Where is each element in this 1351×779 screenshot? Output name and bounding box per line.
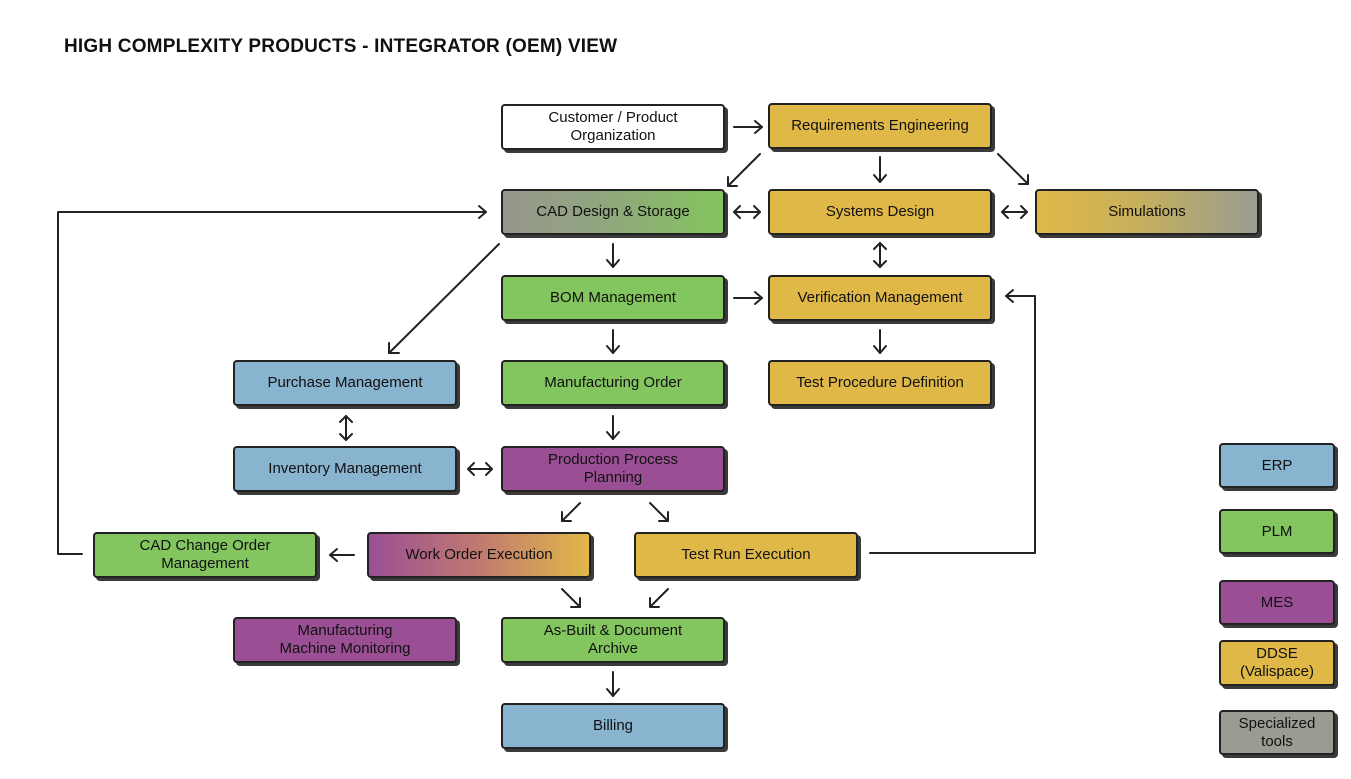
arrow-systems-verification-bidirectional [873, 242, 887, 268]
arrow-production-to-work-order [561, 502, 581, 522]
arrow-cad-systems-bidirectional [733, 205, 761, 219]
arrow-cad-to-purchase [388, 243, 500, 354]
arrow-test-run-to-as-built [649, 588, 669, 608]
node-bom-management[interactable]: BOM Management [501, 275, 725, 321]
node-work-order-execution[interactable]: Work Order Execution [367, 532, 591, 578]
arrow-work-order-to-cad-change [329, 548, 355, 562]
arrow-requirements-to-systems-design [873, 156, 887, 183]
node-billing[interactable]: Billing [501, 703, 725, 749]
legend-specialized-tools: Specialized tools [1219, 710, 1335, 755]
arrow-cad-to-bom [606, 243, 620, 268]
node-verification-management[interactable]: Verification Management [768, 275, 992, 321]
arrow-requirements-to-cad-design [727, 153, 761, 187]
arrow-production-to-test-run [649, 502, 669, 522]
node-inventory-management[interactable]: Inventory Management [233, 446, 457, 492]
arrow-systems-simulations-bidirectional [1001, 205, 1028, 219]
node-systems-design[interactable]: Systems Design [768, 189, 992, 235]
legend-plm: PLM [1219, 509, 1335, 554]
arrow-verification-to-test-procedure [873, 329, 887, 354]
arrow-requirements-to-simulations [997, 153, 1029, 185]
node-requirements-engineering[interactable]: Requirements Engineering [768, 103, 992, 149]
node-test-procedure-definition[interactable]: Test Procedure Definition [768, 360, 992, 406]
arrow-as-built-to-billing [606, 671, 620, 697]
node-production-process-planning[interactable]: Production Process Planning [501, 446, 725, 492]
node-as-built-document-archive[interactable]: As-Built & Document Archive [501, 617, 725, 663]
diagram-title: HIGH COMPLEXITY PRODUCTS - INTEGRATOR (O… [64, 36, 618, 57]
node-cad-design-storage[interactable]: CAD Design & Storage [501, 189, 725, 235]
legend-ddse: DDSE (Valispace) [1219, 640, 1335, 686]
arrow-test-run-to-verification [869, 289, 1036, 554]
arrow-inventory-production-bidirectional [467, 462, 493, 476]
arrow-manufacturing-order-to-production-planning [606, 415, 620, 440]
node-simulations[interactable]: Simulations [1035, 189, 1259, 235]
node-test-run-execution[interactable]: Test Run Execution [634, 532, 858, 578]
node-cad-change-order-management[interactable]: CAD Change Order Management [93, 532, 317, 578]
arrow-bom-to-verification [733, 291, 763, 305]
arrow-purchase-inventory-bidirectional [339, 415, 353, 441]
arrow-cad-change-to-cad-design [57, 205, 487, 555]
node-customer-product-organization[interactable]: Customer / Product Organization [501, 104, 725, 150]
legend-mes: MES [1219, 580, 1335, 625]
legend-erp: ERP [1219, 443, 1335, 488]
arrow-work-order-to-as-built [561, 588, 581, 608]
node-manufacturing-machine-monitoring[interactable]: Manufacturing Machine Monitoring [233, 617, 457, 663]
node-purchase-management[interactable]: Purchase Management [233, 360, 457, 406]
arrow-customer-to-requirements [733, 120, 763, 134]
node-manufacturing-order[interactable]: Manufacturing Order [501, 360, 725, 406]
arrow-bom-to-manufacturing-order [606, 329, 620, 354]
